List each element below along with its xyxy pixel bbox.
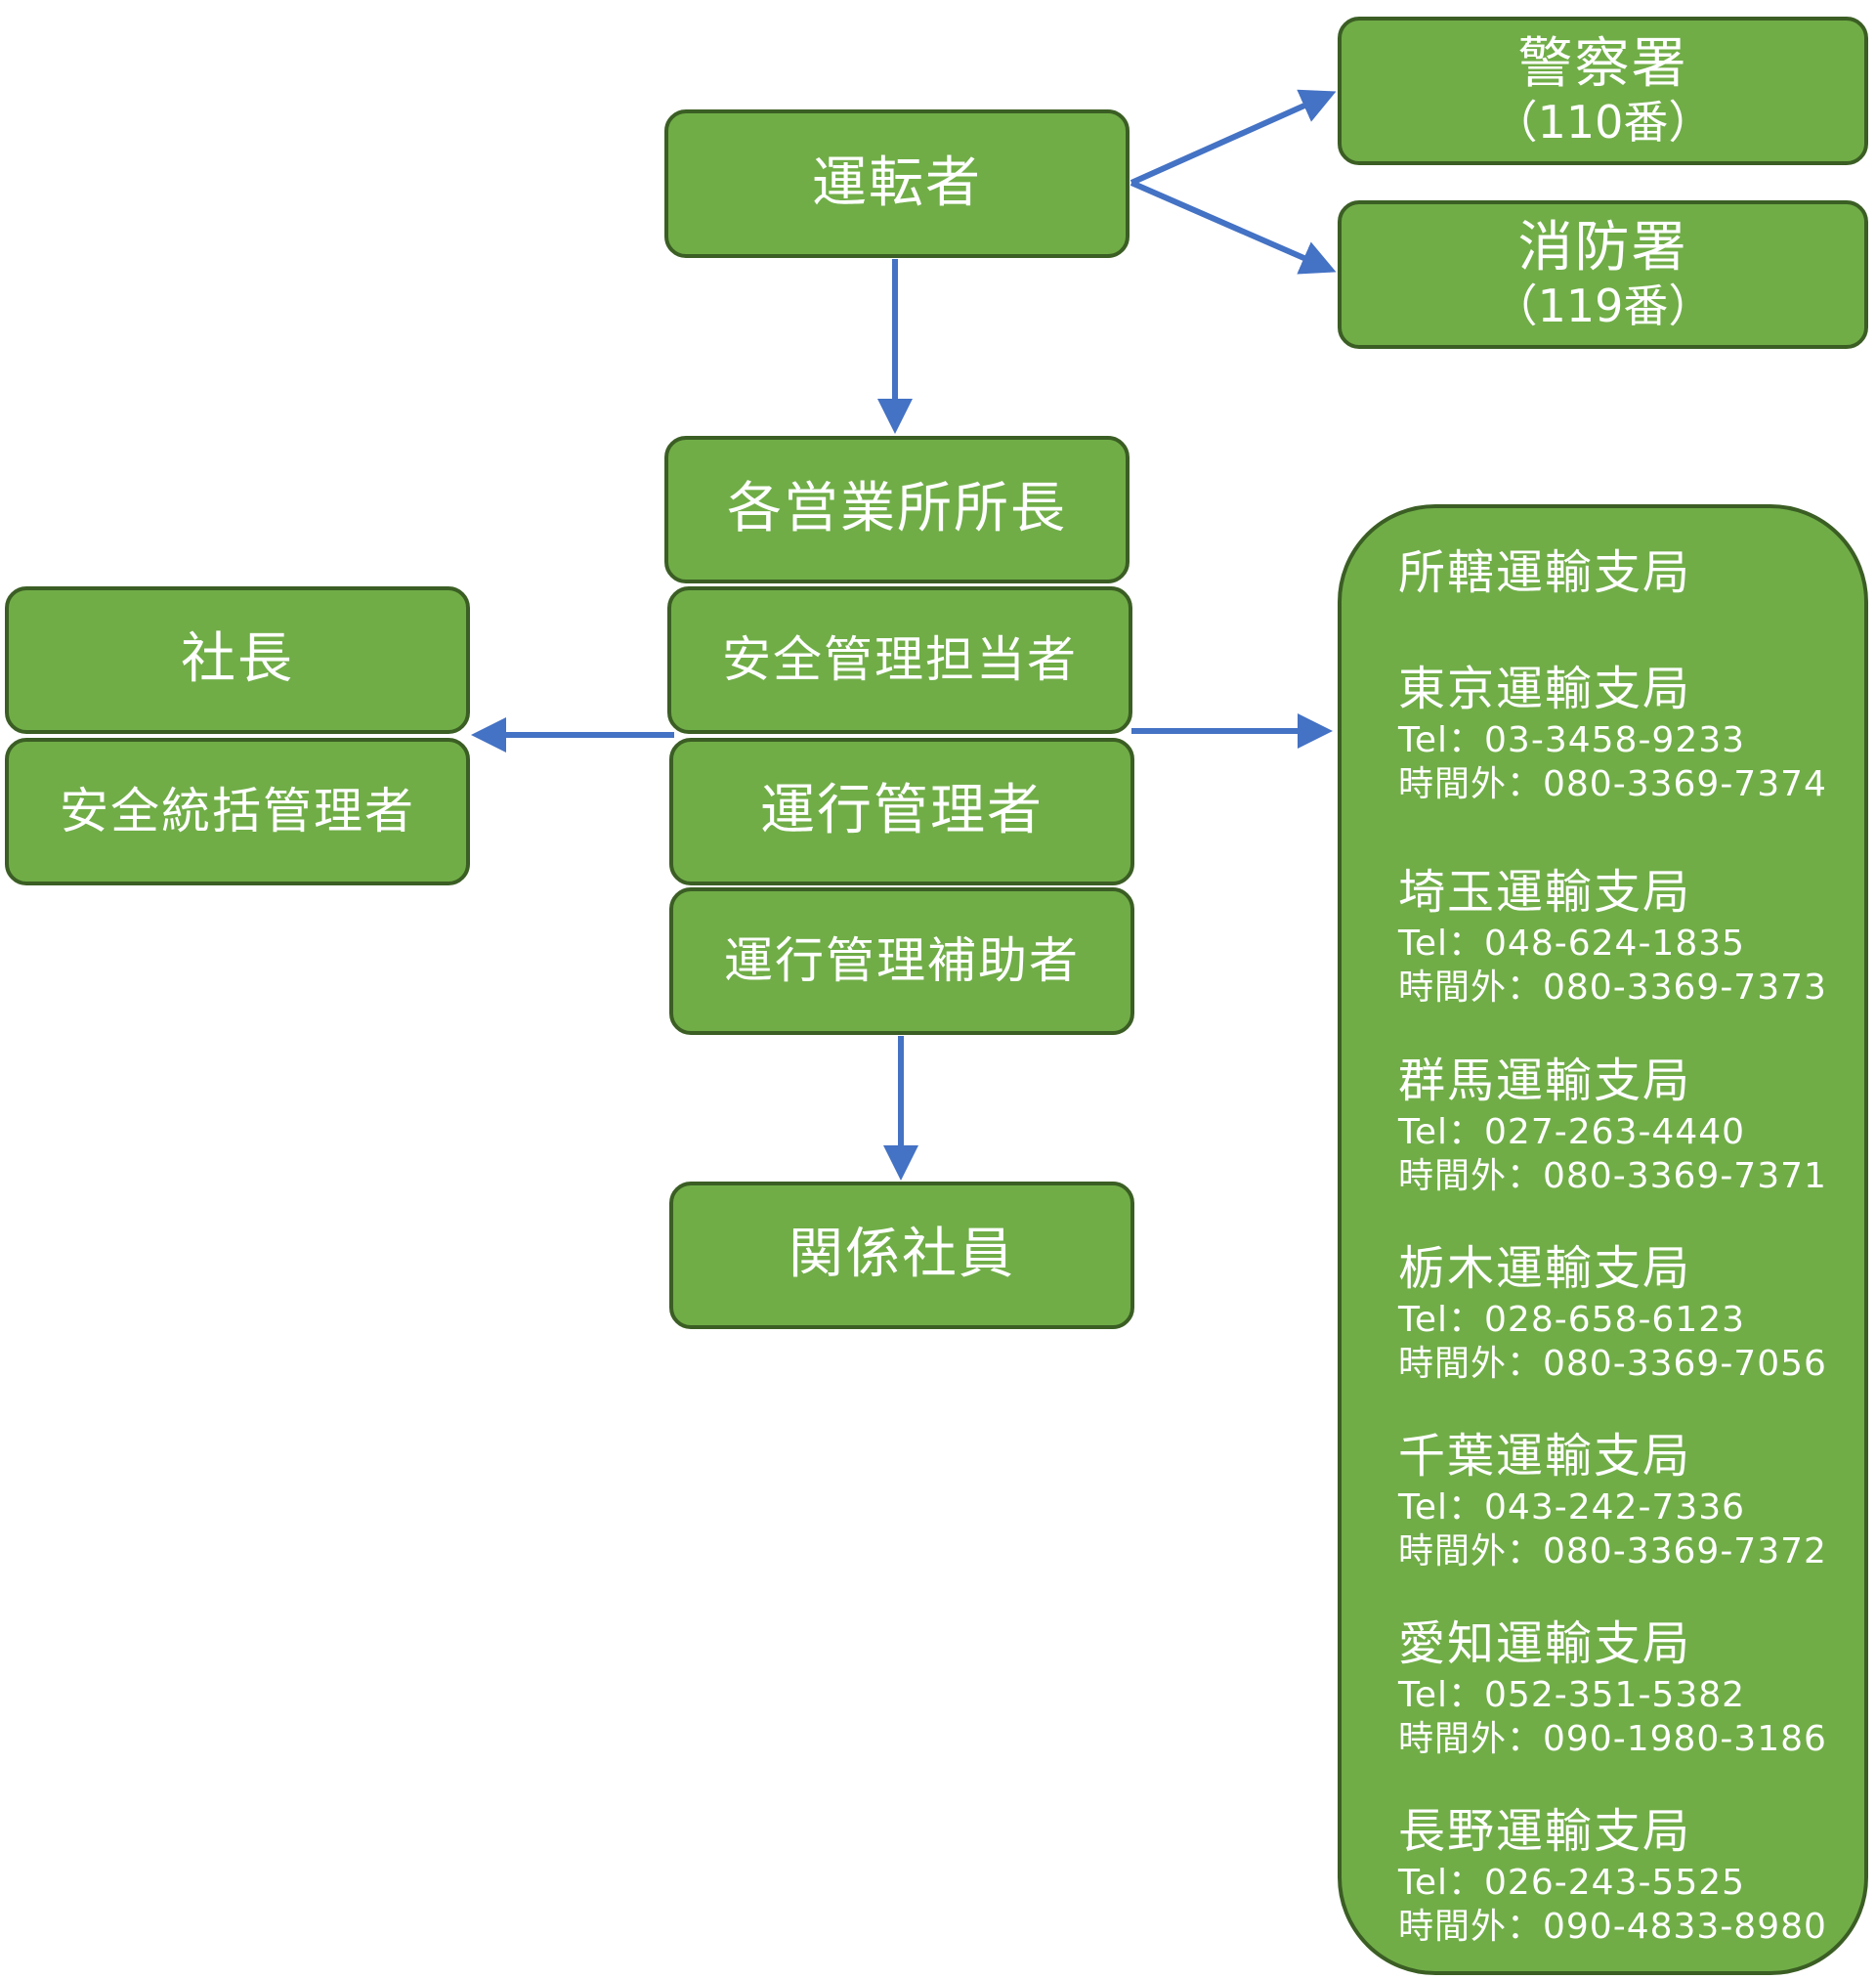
branch-manager-label: 各営業所所長 [727,477,1067,541]
office-name: 栃木運輸支局 [1398,1241,1692,1296]
office-after-hours: 時間外：080-3369-7372 [1398,1531,1827,1571]
office-after-hours: 時間外：090-4833-8980 [1398,1907,1827,1947]
office-aichi: 愛知運輸支局 Tel：052-351-5382 時間外：090-1980-318… [1398,1614,1827,1761]
office-tel: Tel：03-3458-9233 [1398,720,1746,760]
office-after-hours: 時間外：080-3369-7056 [1398,1344,1827,1384]
node-safety-general-manager: 安全統括管理者 [5,738,470,885]
president-label: 社長 [181,627,294,692]
office-tel: Tel：052-351-5382 [1398,1675,1746,1715]
office-after-hours: 時間外：080-3369-7371 [1398,1156,1827,1196]
operation-manager-label: 運行管理者 [760,779,1044,843]
arrow-driver-to-police [1130,89,1337,186]
node-fire: 消防署 （119番） [1338,200,1868,349]
safety-general-manager-label: 安全統括管理者 [60,782,415,839]
fire-label: 消防署 [1517,216,1688,280]
office-nagano: 長野運輸支局 Tel：026-243-5525 時間外：090-4833-898… [1398,1802,1827,1949]
bureau-title: 所轄運輸支局 [1398,545,1692,600]
node-branch-manager: 各営業所所長 [664,436,1130,583]
office-tochigi: 栃木運輸支局 Tel：028-658-6123 時間外：080-3369-705… [1398,1239,1827,1386]
node-operation-assistant: 運行管理補助者 [669,887,1134,1035]
office-saitama: 埼玉運輸支局 Tel：048-624-1835 時間外：080-3369-737… [1398,863,1827,1010]
driver-label: 運転者 [812,151,982,215]
node-president: 社長 [5,586,470,734]
police-number: （110番） [1492,95,1714,149]
office-name: 東京運輸支局 [1398,662,1692,716]
office-name: 群馬運輸支局 [1398,1054,1692,1108]
node-transport-bureau: 所轄運輸支局 東京運輸支局 Tel：03-3458-9233 時間外：080-3… [1338,504,1868,1975]
office-after-hours: 時間外：080-3369-7374 [1398,764,1827,804]
office-name: 埼玉運輸支局 [1398,865,1692,920]
node-operation-manager: 運行管理者 [669,738,1134,885]
staff-label: 関係社員 [789,1223,1015,1287]
node-police: 警察署 （110番） [1338,17,1868,165]
office-tel: Tel：027-263-4440 [1398,1112,1746,1152]
office-name: 千葉運輸支局 [1398,1429,1692,1484]
office-tel: Tel：028-658-6123 [1398,1300,1746,1340]
police-label: 警察署 [1517,32,1688,97]
office-tel: Tel：026-243-5525 [1398,1863,1746,1903]
office-tel: Tel：043-242-7336 [1398,1487,1746,1527]
office-after-hours: 時間外：090-1980-3186 [1398,1719,1827,1759]
fire-number: （119番） [1492,279,1714,332]
node-driver: 運転者 [664,109,1130,258]
node-safety-officer: 安全管理担当者 [667,586,1132,734]
safety-officer-label: 安全管理担当者 [722,630,1078,688]
office-after-hours: 時間外：080-3369-7373 [1398,968,1827,1008]
office-gunma: 群馬運輸支局 Tel：027-263-4440 時間外：080-3369-737… [1398,1052,1827,1198]
arrow-driver-to-fire [1130,180,1337,275]
office-name: 愛知運輸支局 [1398,1616,1692,1671]
office-tel: Tel：048-624-1835 [1398,924,1746,964]
node-staff: 関係社員 [669,1182,1134,1329]
office-tokyo: 東京運輸支局 Tel：03-3458-9233 時間外：080-3369-737… [1398,660,1827,806]
office-name: 長野運輸支局 [1398,1804,1692,1859]
operation-assistant-label: 運行管理補助者 [724,931,1080,989]
office-chiba: 千葉運輸支局 Tel：043-242-7336 時間外：080-3369-737… [1398,1427,1827,1573]
